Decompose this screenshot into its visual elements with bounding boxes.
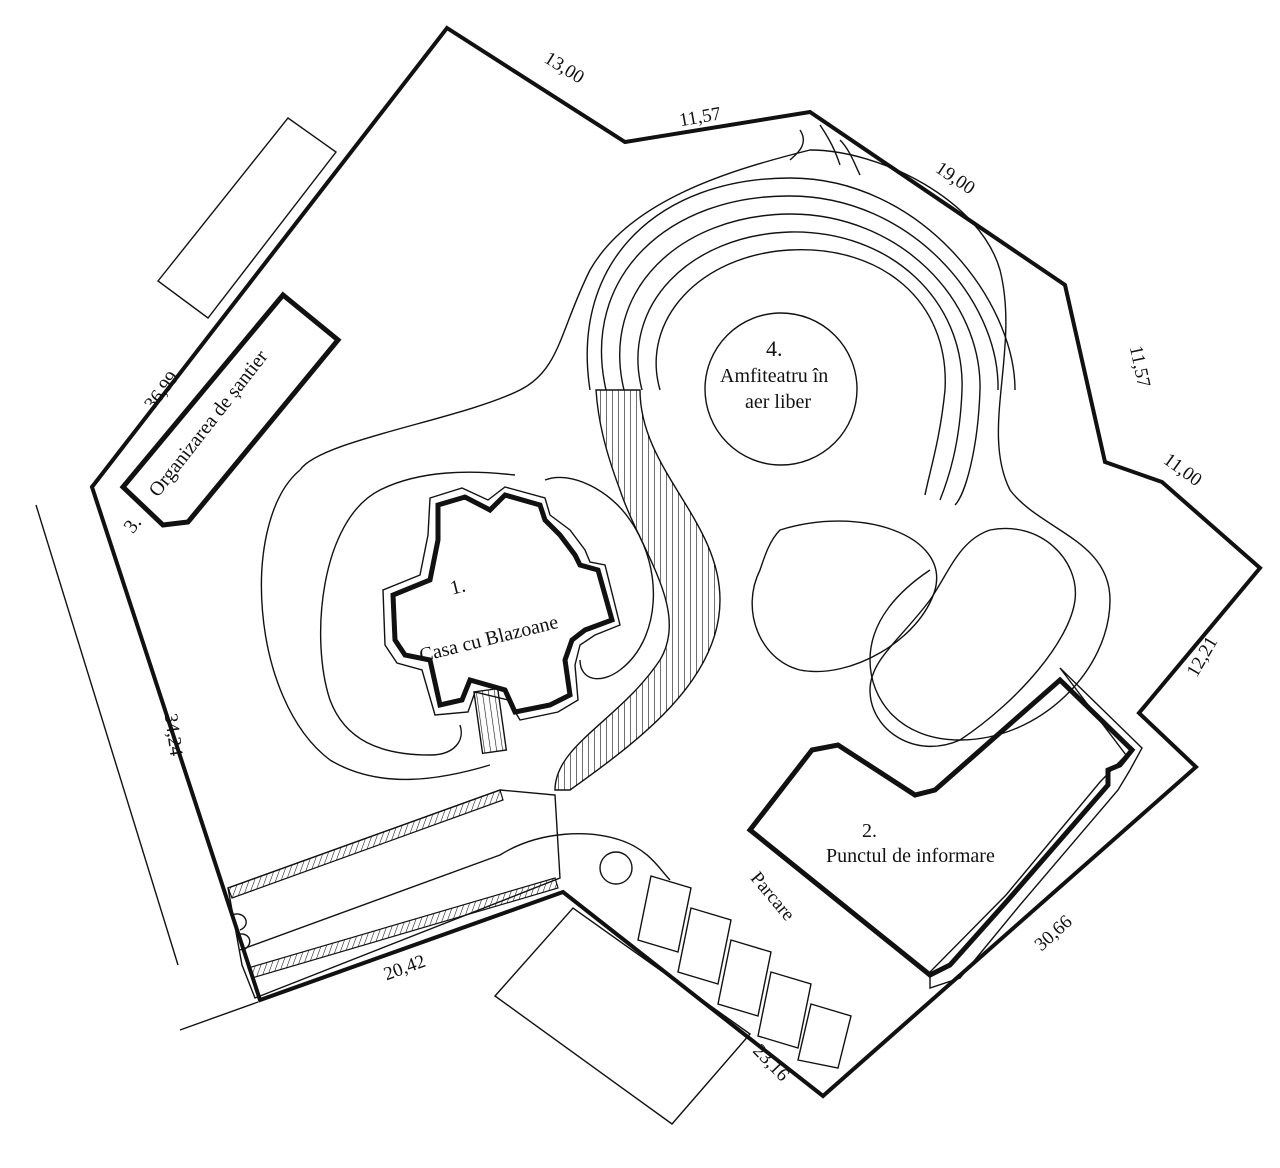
info-number: 2. (862, 820, 877, 842)
amfiteatru-name-line2: aer liber (745, 391, 811, 413)
amphitheatre-arc-5 (586, 177, 1016, 391)
street-line-left (35, 504, 179, 966)
dimension-bottom: 23,16 (748, 1040, 793, 1085)
corner-detail-lines (789, 124, 861, 176)
amphitheatre-arc-4 (600, 195, 999, 391)
outer-path-lower-loop (260, 469, 491, 781)
santier-name: Organizarea de șantier (145, 346, 273, 501)
dimension-top-left: 13,00 (540, 48, 587, 88)
santier-number: 3. (120, 512, 147, 537)
dimension-right-upper: 11,57 (1125, 344, 1154, 389)
casa-cu-blazoane-building (390, 492, 616, 715)
inner-loop-left (319, 471, 516, 756)
garden-bed-round (751, 520, 938, 673)
outside-building-top (157, 117, 337, 319)
amfiteatru-name-line1: Amfiteatru în (720, 365, 828, 387)
info-point-outline (929, 667, 1143, 989)
site-organization-building (119, 291, 342, 528)
street-line-bottom (179, 1001, 259, 1031)
amfiteatru-number: 4. (766, 336, 783, 361)
amphitheatre-stage (704, 312, 858, 466)
parking-label: Parcare (746, 868, 799, 925)
dimension-right-lower: 12,21 (1183, 633, 1223, 681)
walkway-inner-edge (239, 833, 671, 951)
amphitheatre-arc-1 (655, 249, 946, 496)
amphitheatre-arc-2 (637, 231, 963, 501)
dimension-bottom-right: 30,66 (1031, 911, 1077, 955)
info-name: Punctul de informare (826, 845, 995, 867)
info-point-building (746, 676, 1136, 978)
gate-arcs (231, 913, 251, 951)
casa-number: 1. (448, 575, 468, 600)
walkway-hatch-upper (227, 789, 504, 899)
amphitheatre-arc-3 (619, 213, 981, 506)
walkway-hatch-lower (247, 877, 559, 979)
outside-building-bottom (493, 907, 752, 1125)
outer-path-loop (299, 149, 1111, 741)
casa-entrance-steps (473, 687, 508, 755)
casa-terrace-outline (382, 486, 621, 721)
inner-loop-right (544, 476, 655, 680)
dimension-left: 34,24 (160, 712, 187, 758)
roundabout-circle (599, 851, 633, 885)
curved-stairway (554, 389, 721, 791)
parking-spaces (637, 875, 852, 1069)
casa-name: Casa cu Blazoane (417, 611, 560, 667)
site-boundary (89, 25, 1263, 1099)
garden-bed-oval (869, 527, 1077, 747)
